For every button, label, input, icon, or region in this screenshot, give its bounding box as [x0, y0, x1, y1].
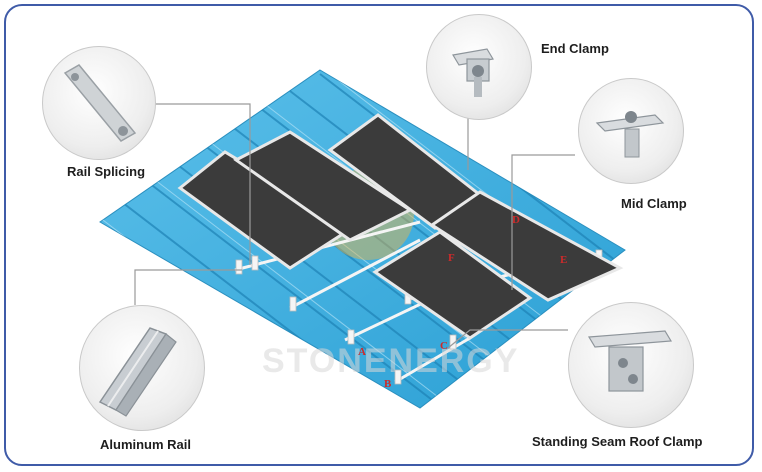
- standing-seam-roof-clamp-detail: [568, 302, 694, 428]
- rail-splicing-detail: [42, 46, 156, 160]
- rail-splicing-label: Rail Splicing: [67, 164, 146, 179]
- aluminum-rail-detail: [79, 305, 205, 431]
- standing-seam-roof-clamp-label: Standing Seam Roof Clamp: [532, 434, 703, 449]
- solar-panel: [429, 190, 624, 302]
- marker-a: A: [358, 346, 366, 358]
- rail-splice-icon: [63, 64, 137, 142]
- aluminum-rail-icon: [98, 327, 177, 417]
- solar-panels: [177, 113, 624, 340]
- marker-e: E: [560, 254, 568, 266]
- marker-d: D: [512, 214, 520, 226]
- leader-lines: [134, 103, 575, 349]
- end-clamp-detail: [426, 14, 532, 120]
- marker-b: B: [384, 378, 392, 390]
- aluminum-rail-label: Aluminum Rail: [100, 437, 192, 452]
- watermark-text: STONENERGY: [262, 342, 520, 380]
- solar-panel: [372, 230, 533, 340]
- mid-clamp-detail: [578, 78, 684, 184]
- standing-seam-clamp-icon: [587, 330, 673, 392]
- marker-f: F: [448, 252, 455, 264]
- mid-clamp-label: Mid Clamp: [621, 196, 687, 211]
- mid-clamp-icon: [595, 111, 665, 158]
- marker-c: C: [440, 340, 448, 352]
- end-clamp-label: End Clamp: [541, 41, 609, 56]
- end-clamp-icon: [452, 48, 494, 97]
